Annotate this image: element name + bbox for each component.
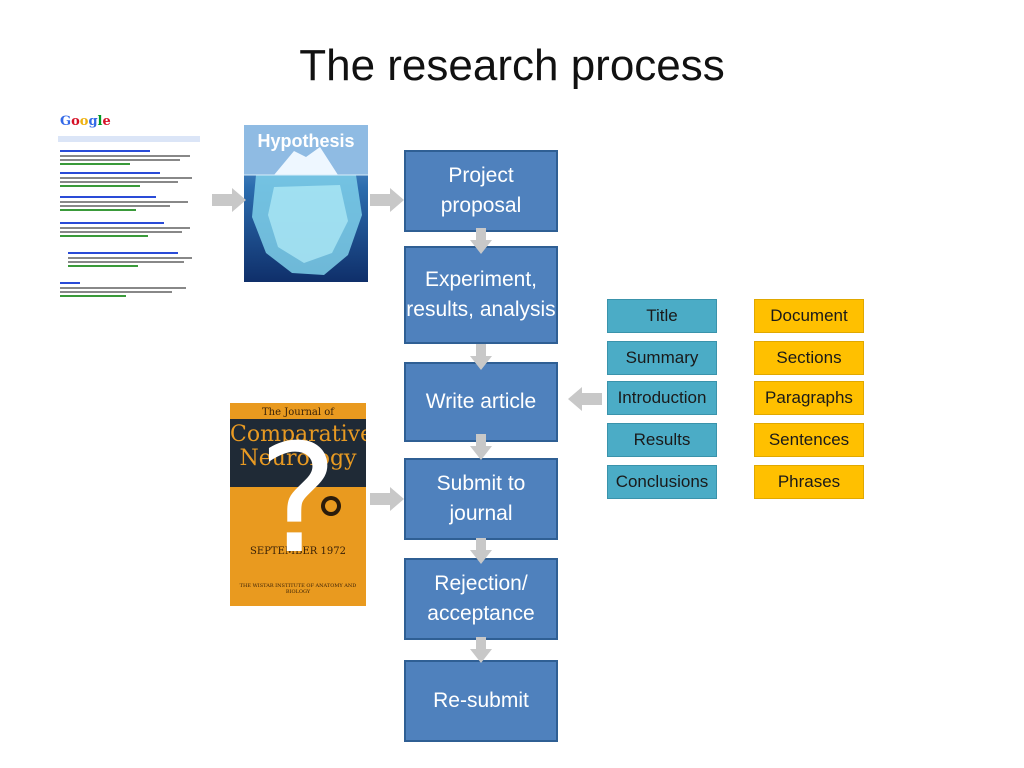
journal-seal-icon xyxy=(321,496,341,516)
question-mark: ? xyxy=(258,413,338,587)
arrow-right-icon xyxy=(370,487,404,511)
hypothesis-iceberg-image: Hypothesis xyxy=(244,125,368,282)
document-level-sections: Sections xyxy=(754,341,864,375)
flow-step-submit: Submit to journal xyxy=(404,458,558,540)
arrow-right-icon xyxy=(212,188,246,212)
arrow-down-icon xyxy=(470,434,492,460)
flow-step-experiment: Experiment, results, analysis xyxy=(404,246,558,344)
slide-title: The research process xyxy=(299,41,725,90)
arrow-down-icon xyxy=(470,637,492,663)
hypothesis-label: Hypothesis xyxy=(257,131,355,151)
journal-line1: The Journal of xyxy=(262,407,334,418)
google-results-thumbnail: Google xyxy=(58,112,200,312)
document-level-phrases: Phrases xyxy=(754,465,864,499)
article-part-title: Title xyxy=(607,299,717,333)
journal-publisher: THE WISTAR INSTITUTE OF ANATOMY AND BIOL… xyxy=(239,583,357,595)
document-level-document: Document xyxy=(754,299,864,333)
document-level-sentences: Sentences xyxy=(754,423,864,457)
arrow-left-icon xyxy=(568,387,602,411)
arrow-down-icon xyxy=(470,228,492,254)
google-logo: Google xyxy=(60,114,111,129)
journal-cover-image: The Journal of Comparative Neurology SEP… xyxy=(230,403,366,606)
article-part-introduction: Introduction xyxy=(607,381,717,415)
google-header-bar xyxy=(58,136,200,142)
journal-date: SEPTEMBER 1972 xyxy=(250,546,346,557)
arrow-down-icon xyxy=(470,344,492,370)
article-part-summary: Summary xyxy=(607,341,717,375)
document-level-paragraphs: Paragraphs xyxy=(754,381,864,415)
flow-step-resubmit: Re-submit xyxy=(404,660,558,742)
flow-step-write-article: Write article xyxy=(404,362,558,442)
flow-step-rejection-acceptance: Rejection/ acceptance xyxy=(404,558,558,640)
article-part-conclusions: Conclusions xyxy=(607,465,717,499)
arrow-down-icon xyxy=(470,538,492,564)
journal-title-band xyxy=(230,419,366,487)
journal-line3: Neurology xyxy=(239,446,357,471)
arrow-right-icon xyxy=(370,188,404,212)
journal-line2: Comparative xyxy=(230,422,366,447)
article-part-results: Results xyxy=(607,423,717,457)
flow-step-project-proposal: Project proposal xyxy=(404,150,558,232)
